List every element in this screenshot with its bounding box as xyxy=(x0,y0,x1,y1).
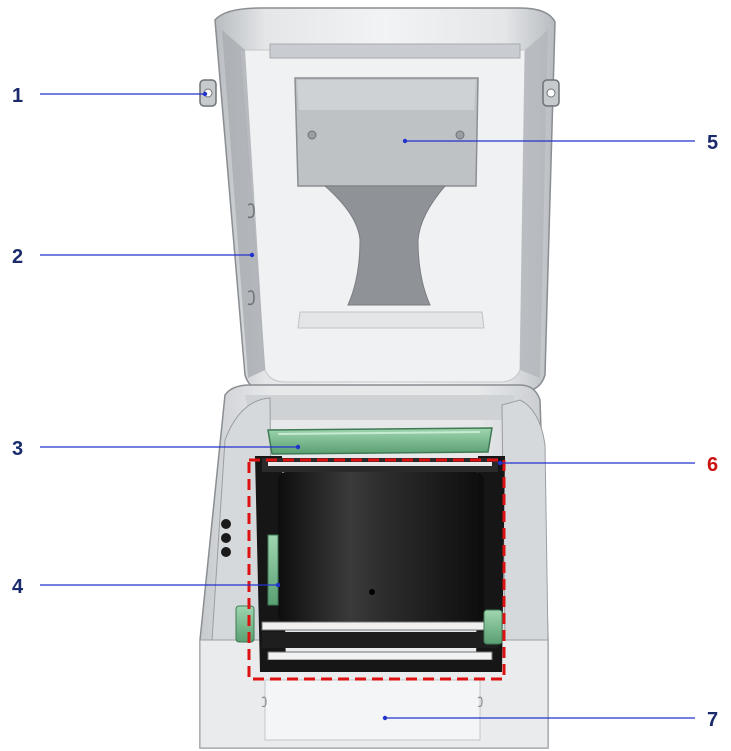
callout-label-1: 1 xyxy=(12,85,23,107)
callout-label-4: 4 xyxy=(12,576,24,598)
ribbon-supply-spindle xyxy=(267,427,493,455)
callout-label-3: 3 xyxy=(12,438,23,460)
callout-label-2: 2 xyxy=(12,246,23,268)
callout-label-5: 5 xyxy=(707,132,718,154)
print-head-plate xyxy=(294,77,485,329)
callout-lines xyxy=(40,93,695,719)
ribbon-mechanism-highlight xyxy=(247,458,506,681)
callout-endpoints xyxy=(202,91,503,721)
ribbon-assembly xyxy=(255,456,505,672)
callout-label-6: 6 xyxy=(707,454,718,476)
callout-label-7: 7 xyxy=(707,709,718,731)
lid-hinge-right xyxy=(542,79,560,107)
lid-side-clips xyxy=(247,203,255,306)
lid-hinge-left xyxy=(199,79,217,107)
